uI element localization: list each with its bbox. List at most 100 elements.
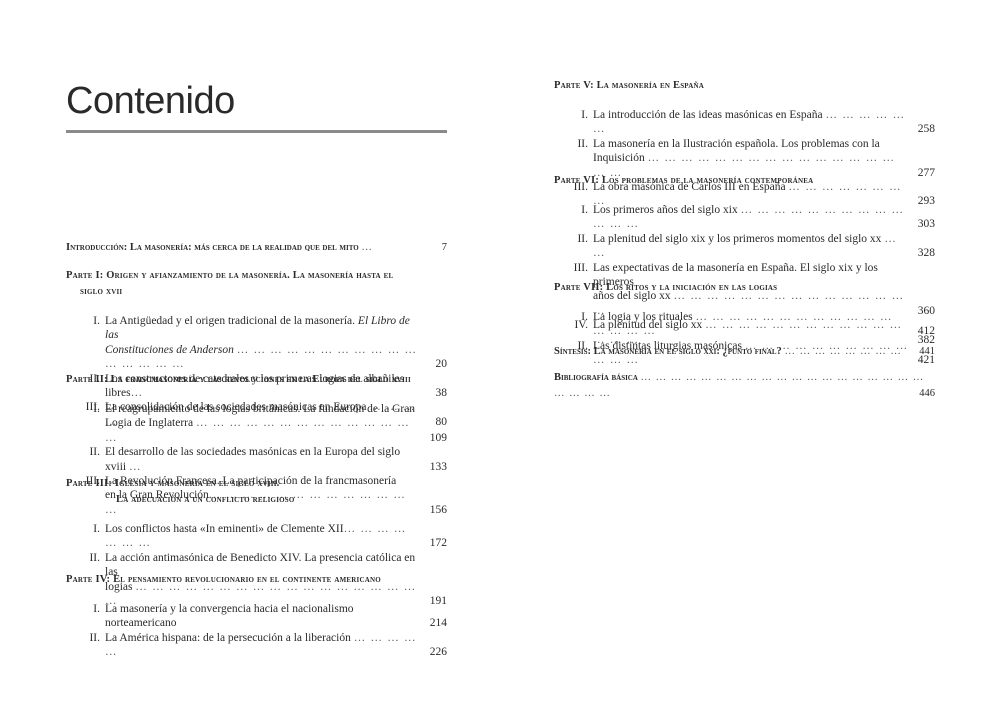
entry-number: I.: [581, 204, 588, 216]
entry-number: I.: [93, 403, 100, 415]
sintesis-dots: … … … … … … … …: [784, 346, 902, 357]
entry-number: I.: [93, 315, 100, 327]
entry-dots: … … … … … … … … … … … … … … …: [593, 290, 905, 317]
entry-number: I.: [93, 523, 100, 535]
entry-dots: … … … … … … … … … … … … … … … …: [593, 311, 893, 338]
toc-entry: II. La acción antimasónica de Benedicto …: [66, 551, 447, 609]
entry-text: La Antigüedad y el origen tradicional de…: [105, 315, 356, 327]
bibliografia-page: 446: [919, 388, 935, 399]
entry-text-cont: Logia de Inglaterra: [105, 417, 194, 430]
title-rule: [66, 130, 447, 133]
entry-dots: … … … … …: [105, 631, 417, 659]
entry-text: La Revolución Francesa. La participación…: [105, 475, 397, 488]
entry-page: 382: [917, 333, 935, 346]
entry-dots: … … … … … … … … … … … … … …: [105, 417, 410, 444]
entry-text: La consolidación de las sociedades masón…: [105, 401, 367, 414]
toc-entry: I. La logia y los rituales … … … … … … ……: [554, 310, 935, 339]
entry-text: La plenitud del siglo xx: [593, 319, 703, 332]
entry-text: Los primeros años del siglo xix: [593, 204, 738, 216]
entry-dots: … … … … … … … … … … … … …: [593, 204, 905, 231]
entry-italic-title: El Libro de las: [105, 315, 410, 342]
entry-number: II.: [577, 232, 588, 245]
entry-dots: … … … … … … … … … … … … …: [105, 489, 407, 516]
toc-entry: III. La obra masónica de Carlos III en E…: [554, 180, 935, 209]
entry-text-cont: años del siglo xx: [593, 290, 671, 303]
entry-text: La plenitud del siglo xix y los primeros…: [593, 232, 882, 245]
entry-page: 80: [435, 415, 448, 428]
intro-entry: Introducción: La masonería: más cerca de…: [66, 240, 447, 256]
part-1-heading-line1: Parte I: Origen y afianzamiento de la ma…: [66, 270, 394, 281]
part-1-heading-line2: siglo xvii: [80, 286, 123, 297]
toc-entry: II. Los constructores de catedrales y la…: [66, 372, 447, 401]
part-1: Parte I: Origen y afianzamiento de la ma…: [66, 268, 447, 429]
entry-text: La masonería en la Ilustración española.…: [593, 137, 880, 150]
entry-number: III.: [573, 181, 588, 194]
entry-text-cont: logias: [105, 580, 133, 593]
toc-entry: I. Los primeros años del siglo xix … … ……: [554, 203, 935, 232]
part-5-entries: I. La introducción de las ideas masónica…: [554, 108, 935, 209]
entry-page: 156: [429, 503, 447, 516]
toc-entry: I. Los conflictos hasta «In eminenti» de…: [66, 522, 447, 551]
part-3-heading-line2: La adecuación a un conflicto religioso: [116, 494, 295, 505]
entry-text: Las expectativas de la masonería en Espa…: [593, 261, 878, 289]
entry-number: III.: [573, 261, 588, 274]
entry-page: 214: [429, 617, 447, 630]
entry-dots: … …: [593, 232, 898, 260]
entry-page: 109: [429, 431, 447, 444]
toc-entry: III. La Revolución Francesa. La particip…: [66, 474, 447, 517]
entry-dots: … … … … … … …: [105, 523, 407, 550]
entry-number: I.: [93, 603, 100, 615]
toc-entry: II. La plenitud del siglo xix y los prim…: [554, 232, 935, 261]
entry-page: 258: [917, 123, 935, 136]
entry-page: 277: [917, 166, 935, 179]
toc-entry: II. Las distintas liturgias masónicas … …: [554, 339, 935, 368]
entry-page: 191: [429, 595, 447, 608]
entry-page: 38: [435, 387, 448, 400]
entry-dots: … … … … … … … … … … … … … … … … …: [593, 152, 896, 179]
entry-page: 412: [917, 325, 935, 338]
part-7-heading-line1: Parte VII: Los ritos y la iniciación en …: [554, 282, 778, 293]
entry-number: I.: [581, 109, 588, 121]
part-7: Parte VII: Los ritos y la iniciación en …: [554, 280, 935, 368]
part-1-heading: Parte I: Origen y afianzamiento de la ma…: [66, 268, 447, 300]
entry-italic-title-cont: Constituciones de Anderson: [105, 343, 234, 356]
entry-text: La acción antimasónica de Benedicto XIV.…: [105, 551, 416, 579]
part-4-heading-line1: Parte IV: El pensamiento revolucionario …: [66, 574, 381, 585]
entry-dots: … … … … … … … … … … … … …: [593, 339, 909, 367]
entry-page: 20: [435, 358, 448, 371]
entry-text-cont: Inquisición: [593, 152, 645, 165]
toc-entry: I. La introducción de las ideas masónica…: [554, 108, 935, 137]
toc-entry: I. El reagrupamiento de las logias britá…: [66, 402, 447, 445]
entry-number: II.: [89, 372, 100, 385]
sintesis-page: 441: [919, 346, 935, 357]
entry-page: 421: [917, 354, 935, 367]
entry-dots: … … … … … … … …: [593, 181, 902, 208]
part-1-entries: I. La Antigüedad y el origen tradicional…: [66, 314, 447, 429]
entry-number: IV.: [574, 319, 588, 332]
entry-text: La obra masónica de Carlos III en España: [593, 181, 786, 194]
toc-entry: II. La masonería en la Ilustración españ…: [554, 137, 935, 180]
part-2-entries: I. El reagrupamiento de las logias britá…: [66, 402, 447, 517]
entry-number: II.: [89, 446, 100, 459]
part-6: Parte VI: Los problemas de la masonería …: [554, 173, 935, 347]
entry-dots: … … … …: [105, 401, 416, 428]
part-7-heading: Parte VII: Los ritos y la iniciación en …: [554, 280, 935, 296]
bibliografia-label: Bibliografía básica: [554, 372, 638, 383]
toc-entry: I. La masonería y la convergencia hacia …: [66, 602, 447, 631]
entry-text: La América hispana: de la persecución a …: [105, 631, 351, 644]
part-6-heading-line1: Parte VI: Los problemas de la masonería …: [554, 175, 814, 186]
intro-page: 7: [441, 242, 447, 253]
entry-dots: … … … … … … … … … … … … … … …: [593, 319, 903, 346]
part-4-entries: I. La masonería y la convergencia hacia …: [66, 602, 447, 660]
part-3-entries: I. Los conflictos hasta «In eminenti» de…: [66, 522, 447, 608]
sintesis-label: Síntesis: La masonería en el siglo xxi: …: [554, 346, 782, 357]
entry-page: 172: [429, 537, 447, 550]
bibliografia-entry: Bibliografía básica … … … … … … … … … … …: [554, 370, 935, 402]
entry-number: I.: [581, 311, 588, 323]
entry-text: La introducción de las ideas masónicas e…: [593, 109, 823, 121]
entry-number: II.: [577, 137, 588, 150]
entry-text: La masonería y la convergencia hacia el …: [105, 603, 354, 630]
entry-text: Los constructores de catedrales y las pr…: [105, 372, 405, 400]
entry-number: III.: [85, 401, 100, 414]
